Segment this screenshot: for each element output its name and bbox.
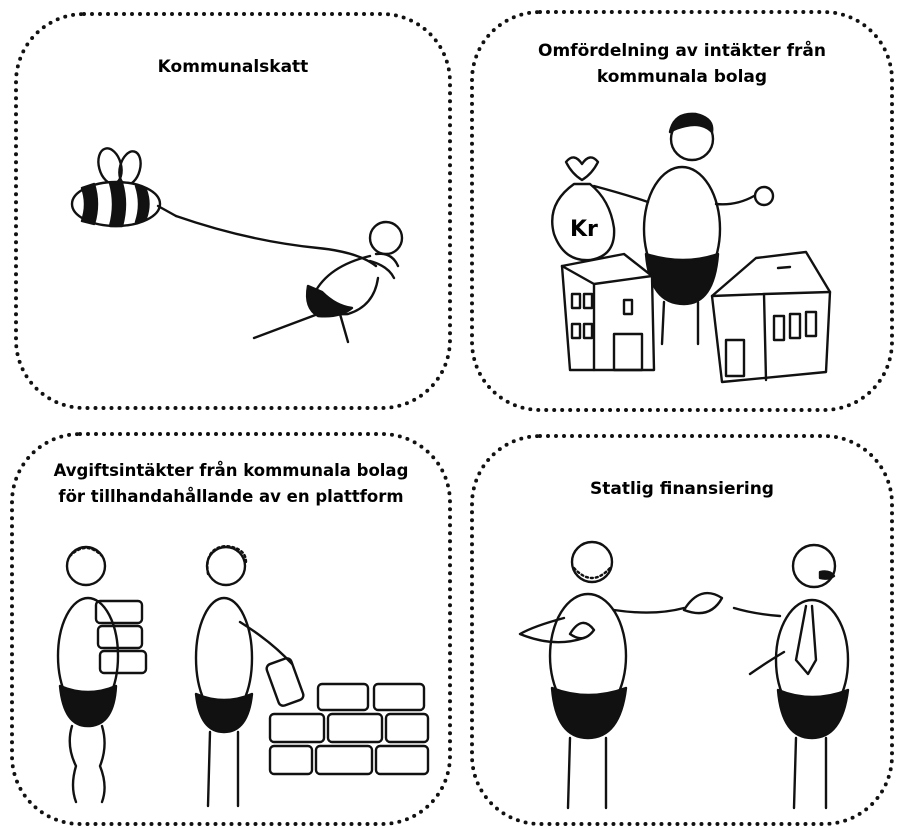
panel-title-line: Avgiftsintäkter från kommunala bolag [53,461,409,480]
person-mustache [818,570,836,580]
brick-building-illustration [56,544,430,808]
person-arms [238,620,294,666]
brick [268,744,314,776]
door [612,332,644,372]
brick [98,649,148,675]
window [582,292,594,310]
window [582,322,594,340]
window [788,312,802,340]
window [570,292,582,310]
bee-stripe [80,182,99,226]
building-right [710,250,832,384]
leaf-icon [682,591,724,615]
person-arms [732,606,786,676]
panel-title: Kommunalskatt [157,57,309,77]
brick [94,599,144,625]
person-head [791,543,837,589]
rope [174,214,378,268]
coin-icon [753,185,775,207]
person-legs [68,724,106,804]
person-head [65,545,107,587]
person-shorts [776,688,850,740]
brick [268,712,326,744]
bag-label: Kr [570,217,598,242]
brick [316,682,370,712]
bee-dragging-person-illustration [70,147,404,344]
panel-statlig: Statlig finansiering [470,434,894,826]
person-shorts [58,684,118,728]
person-legs [566,736,608,810]
person-shorts [194,692,254,734]
person-arms [592,184,756,206]
window [772,314,786,342]
person-head [205,545,247,587]
window [570,322,582,340]
bee-stripe [108,181,127,228]
panel-omfordelning: Omfördelning av intäkter från kommunala … [470,10,894,412]
panel-kommunalskatt: Kommunalskatt [14,12,452,410]
panel-title-line: för tillhandahållande av en plattform [58,487,404,506]
window [804,310,818,338]
person-legs [206,730,240,808]
leaf-icon [568,621,596,640]
person-shorts [644,252,720,306]
bag-top [564,156,600,182]
brick [374,744,430,776]
person-hair [206,544,248,576]
brick [326,712,384,744]
person-arms [518,606,686,644]
panel-title-line: kommunala bolag [596,67,768,87]
bee-stinger [156,204,178,218]
brick [314,744,374,776]
door [724,338,746,378]
person-tie [794,604,818,676]
bee-stripe [134,184,150,224]
person-legs [660,300,700,346]
roof-slot [776,265,792,270]
person-legs [252,312,350,344]
panel-title-line: Omfördelning av intäkter från [538,41,826,61]
panel-avgiftsintakter: Avgiftsintäkter från kommunala bolag för… [10,432,452,826]
panel-title: Statlig finansiering [590,479,774,499]
money-bag-buildings-illustration: Kr [551,112,832,384]
building-left [560,252,656,372]
person-hair [668,112,714,134]
brick [384,712,430,744]
person-head [368,220,404,256]
panel-title: Omfördelning av intäkter från kommunala … [474,38,890,90]
building-roofline [710,290,832,382]
person-shorts [305,284,354,318]
building-roofline [560,264,654,372]
panel-title: Avgiftsintäkter från kommunala bolag för… [14,458,448,510]
brick [372,682,426,712]
person-beard [572,566,612,580]
person-arms [368,252,400,280]
person-legs [792,736,828,810]
handshake-funding-illustration [518,540,850,810]
brick [96,624,144,650]
window [622,298,634,316]
person-shorts [550,686,628,740]
person-head [570,540,614,584]
brick [265,657,305,707]
